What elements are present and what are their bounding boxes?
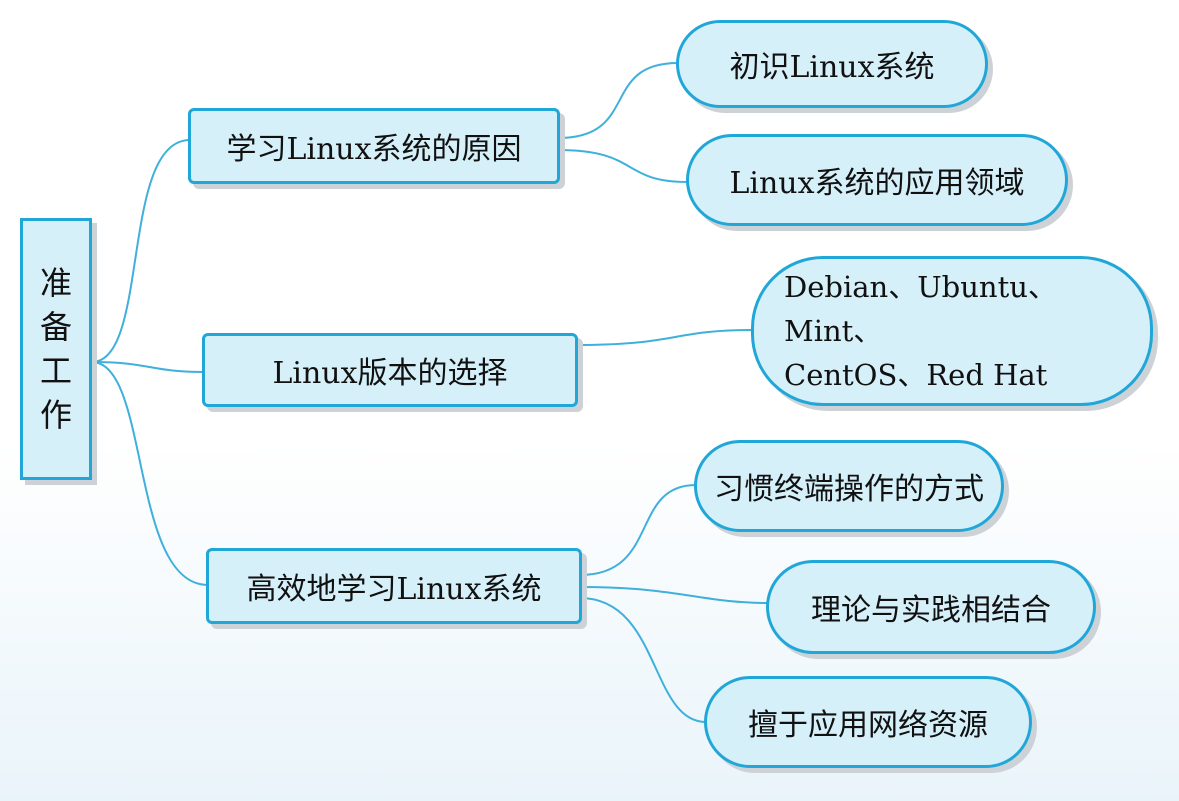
root-char: 准 <box>39 264 72 302</box>
connector-branch-1-leaf-2 <box>557 149 689 183</box>
leaf-node-know-linux: 初识Linux系统 <box>676 20 988 108</box>
root-node: 准 备 工 作 <box>20 218 92 480</box>
connector-root-branch-3 <box>91 361 209 586</box>
connector-branch-3-leaf-1 <box>579 484 697 576</box>
root-char: 工 <box>39 352 72 390</box>
leaf-node-theory-practice: 理论与实践相结合 <box>766 560 1096 654</box>
root-char: 备 <box>39 308 72 346</box>
leaf-node-linux-application-fields: Linux系统的应用领域 <box>686 134 1068 226</box>
distributions-line-2: CentOS、Red Hat <box>784 358 1048 392</box>
leaf-node-distributions: Debian、Ubuntu、Mint、 CentOS、Red Hat <box>751 256 1153 406</box>
distributions-line-1: Debian、Ubuntu、Mint、 <box>784 270 1057 348</box>
connector-branch-3-leaf-3 <box>579 597 707 723</box>
connector-branch-1-leaf-1 <box>557 62 679 139</box>
root-char: 作 <box>39 396 72 434</box>
leaf-node-network-resources: 擅于应用网络资源 <box>704 676 1032 768</box>
branch-node-reasons: 学习Linux系统的原因 <box>188 108 560 184</box>
connector-root-branch-1 <box>91 139 191 363</box>
connector-root-branch-2 <box>91 361 205 373</box>
branch-node-efficient-learning: 高效地学习Linux系统 <box>206 548 582 624</box>
connector-branch-3-leaf-2 <box>579 586 769 604</box>
branch-node-version-choice: Linux版本的选择 <box>202 333 578 407</box>
connector-branch-2-leaf-1 <box>575 329 754 346</box>
leaf-node-terminal-habit: 习惯终端操作的方式 <box>694 440 1004 532</box>
